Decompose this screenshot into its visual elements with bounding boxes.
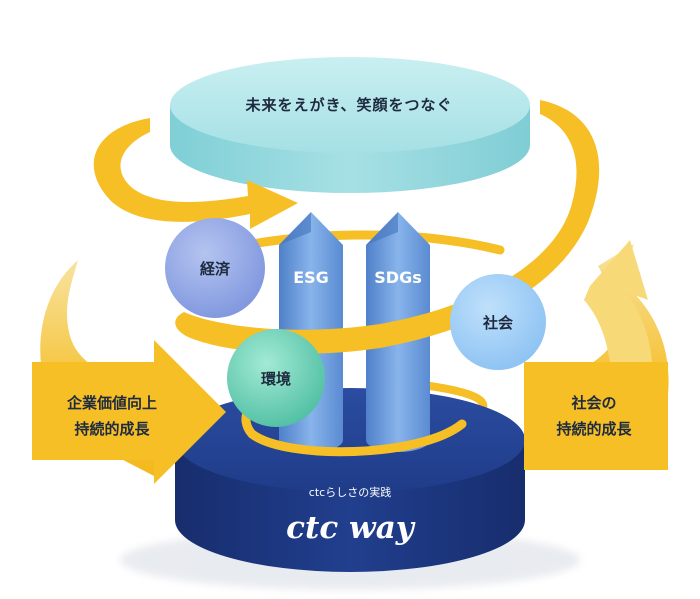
top-disc <box>170 57 530 193</box>
left-arrow-body <box>32 340 226 484</box>
kankyo-label: 環境 <box>261 370 291 388</box>
base-subtitle: ctcらしさの実践 <box>309 485 391 499</box>
right-arrow-head <box>584 240 652 362</box>
keizai-bubble <box>165 218 265 318</box>
right-arrow-body <box>524 362 668 470</box>
keizai-label: 経済 <box>200 260 231 278</box>
right-arrow-line2: 持続的成長 <box>556 420 632 438</box>
right-arrow-line1: 社会の <box>570 394 616 412</box>
sdgs-label: SDGs <box>374 268 421 287</box>
base-title-logo: ctc way <box>286 510 416 546</box>
kankyo-bubble <box>227 329 325 427</box>
spiral-top-arrow <box>93 118 298 229</box>
esg-label: ESG <box>293 268 329 287</box>
left-arrow-line1: 企業価値向上 <box>66 394 157 412</box>
top-disc-label: 未来をえがき、笑顔をつなぐ <box>245 96 453 114</box>
left-arrow-line2: 持続的成長 <box>74 420 150 438</box>
spiral-back-upper <box>217 230 505 255</box>
shakai-label: 社会 <box>482 314 513 332</box>
shakai-bubble <box>450 274 546 370</box>
